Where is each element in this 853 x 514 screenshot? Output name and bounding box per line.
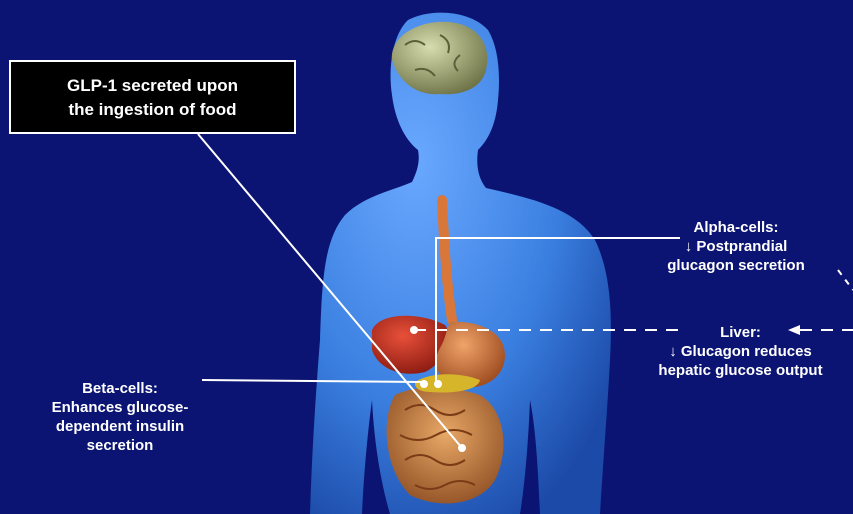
intestines: [387, 388, 504, 504]
liver-dot: [410, 326, 418, 334]
alpha-to-liver-line: [838, 270, 853, 290]
intestine-dot: [458, 444, 466, 452]
alpha-cells-label: Alpha-cells: ↓ Postprandial glucagon sec…: [636, 218, 836, 275]
callout-line-2: the ingestion of food: [11, 98, 294, 122]
liver-title: Liver:: [628, 323, 853, 342]
beta-title: Beta-cells:: [20, 379, 220, 398]
beta-line-4: secretion: [20, 436, 220, 455]
beta-cells-label: Beta-cells: Enhances glucose- dependent …: [20, 379, 220, 455]
beta-line-3: dependent insulin: [20, 417, 220, 436]
beta-dot: [420, 380, 428, 388]
callout-line-1: GLP-1 secreted upon: [11, 74, 294, 98]
alpha-title: Alpha-cells:: [636, 218, 836, 237]
liver-line-3: hepatic glucose output: [628, 361, 853, 380]
alpha-line-3: glucagon secretion: [636, 256, 836, 275]
alpha-line-2: ↓ Postprandial: [636, 237, 836, 256]
beta-line-2: Enhances glucose-: [20, 398, 220, 417]
liver-label: Liver: ↓ Glucagon reduces hepatic glucos…: [628, 323, 853, 380]
glp1-callout-box: GLP-1 secreted upon the ingestion of foo…: [9, 60, 296, 134]
liver-line-2: ↓ Glucagon reduces: [628, 342, 853, 361]
alpha-dot: [434, 380, 442, 388]
